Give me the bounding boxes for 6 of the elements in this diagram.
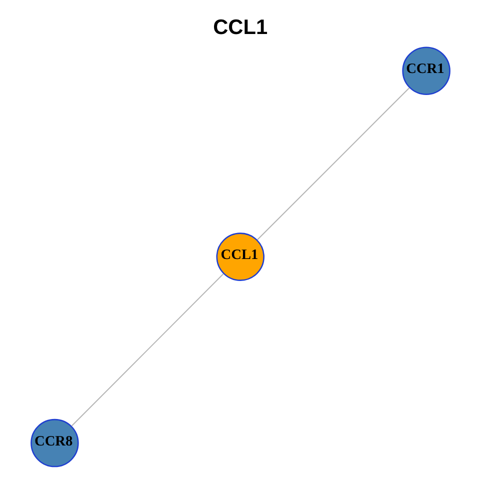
node-circle: CCR1 bbox=[402, 46, 450, 95]
connector bbox=[256, 88, 410, 240]
connector bbox=[70, 274, 224, 426]
node-circle: CCL1 bbox=[216, 232, 264, 281]
diagram-title: CCL1 bbox=[212, 16, 268, 40]
node-circle: CCR8 bbox=[30, 418, 78, 468]
